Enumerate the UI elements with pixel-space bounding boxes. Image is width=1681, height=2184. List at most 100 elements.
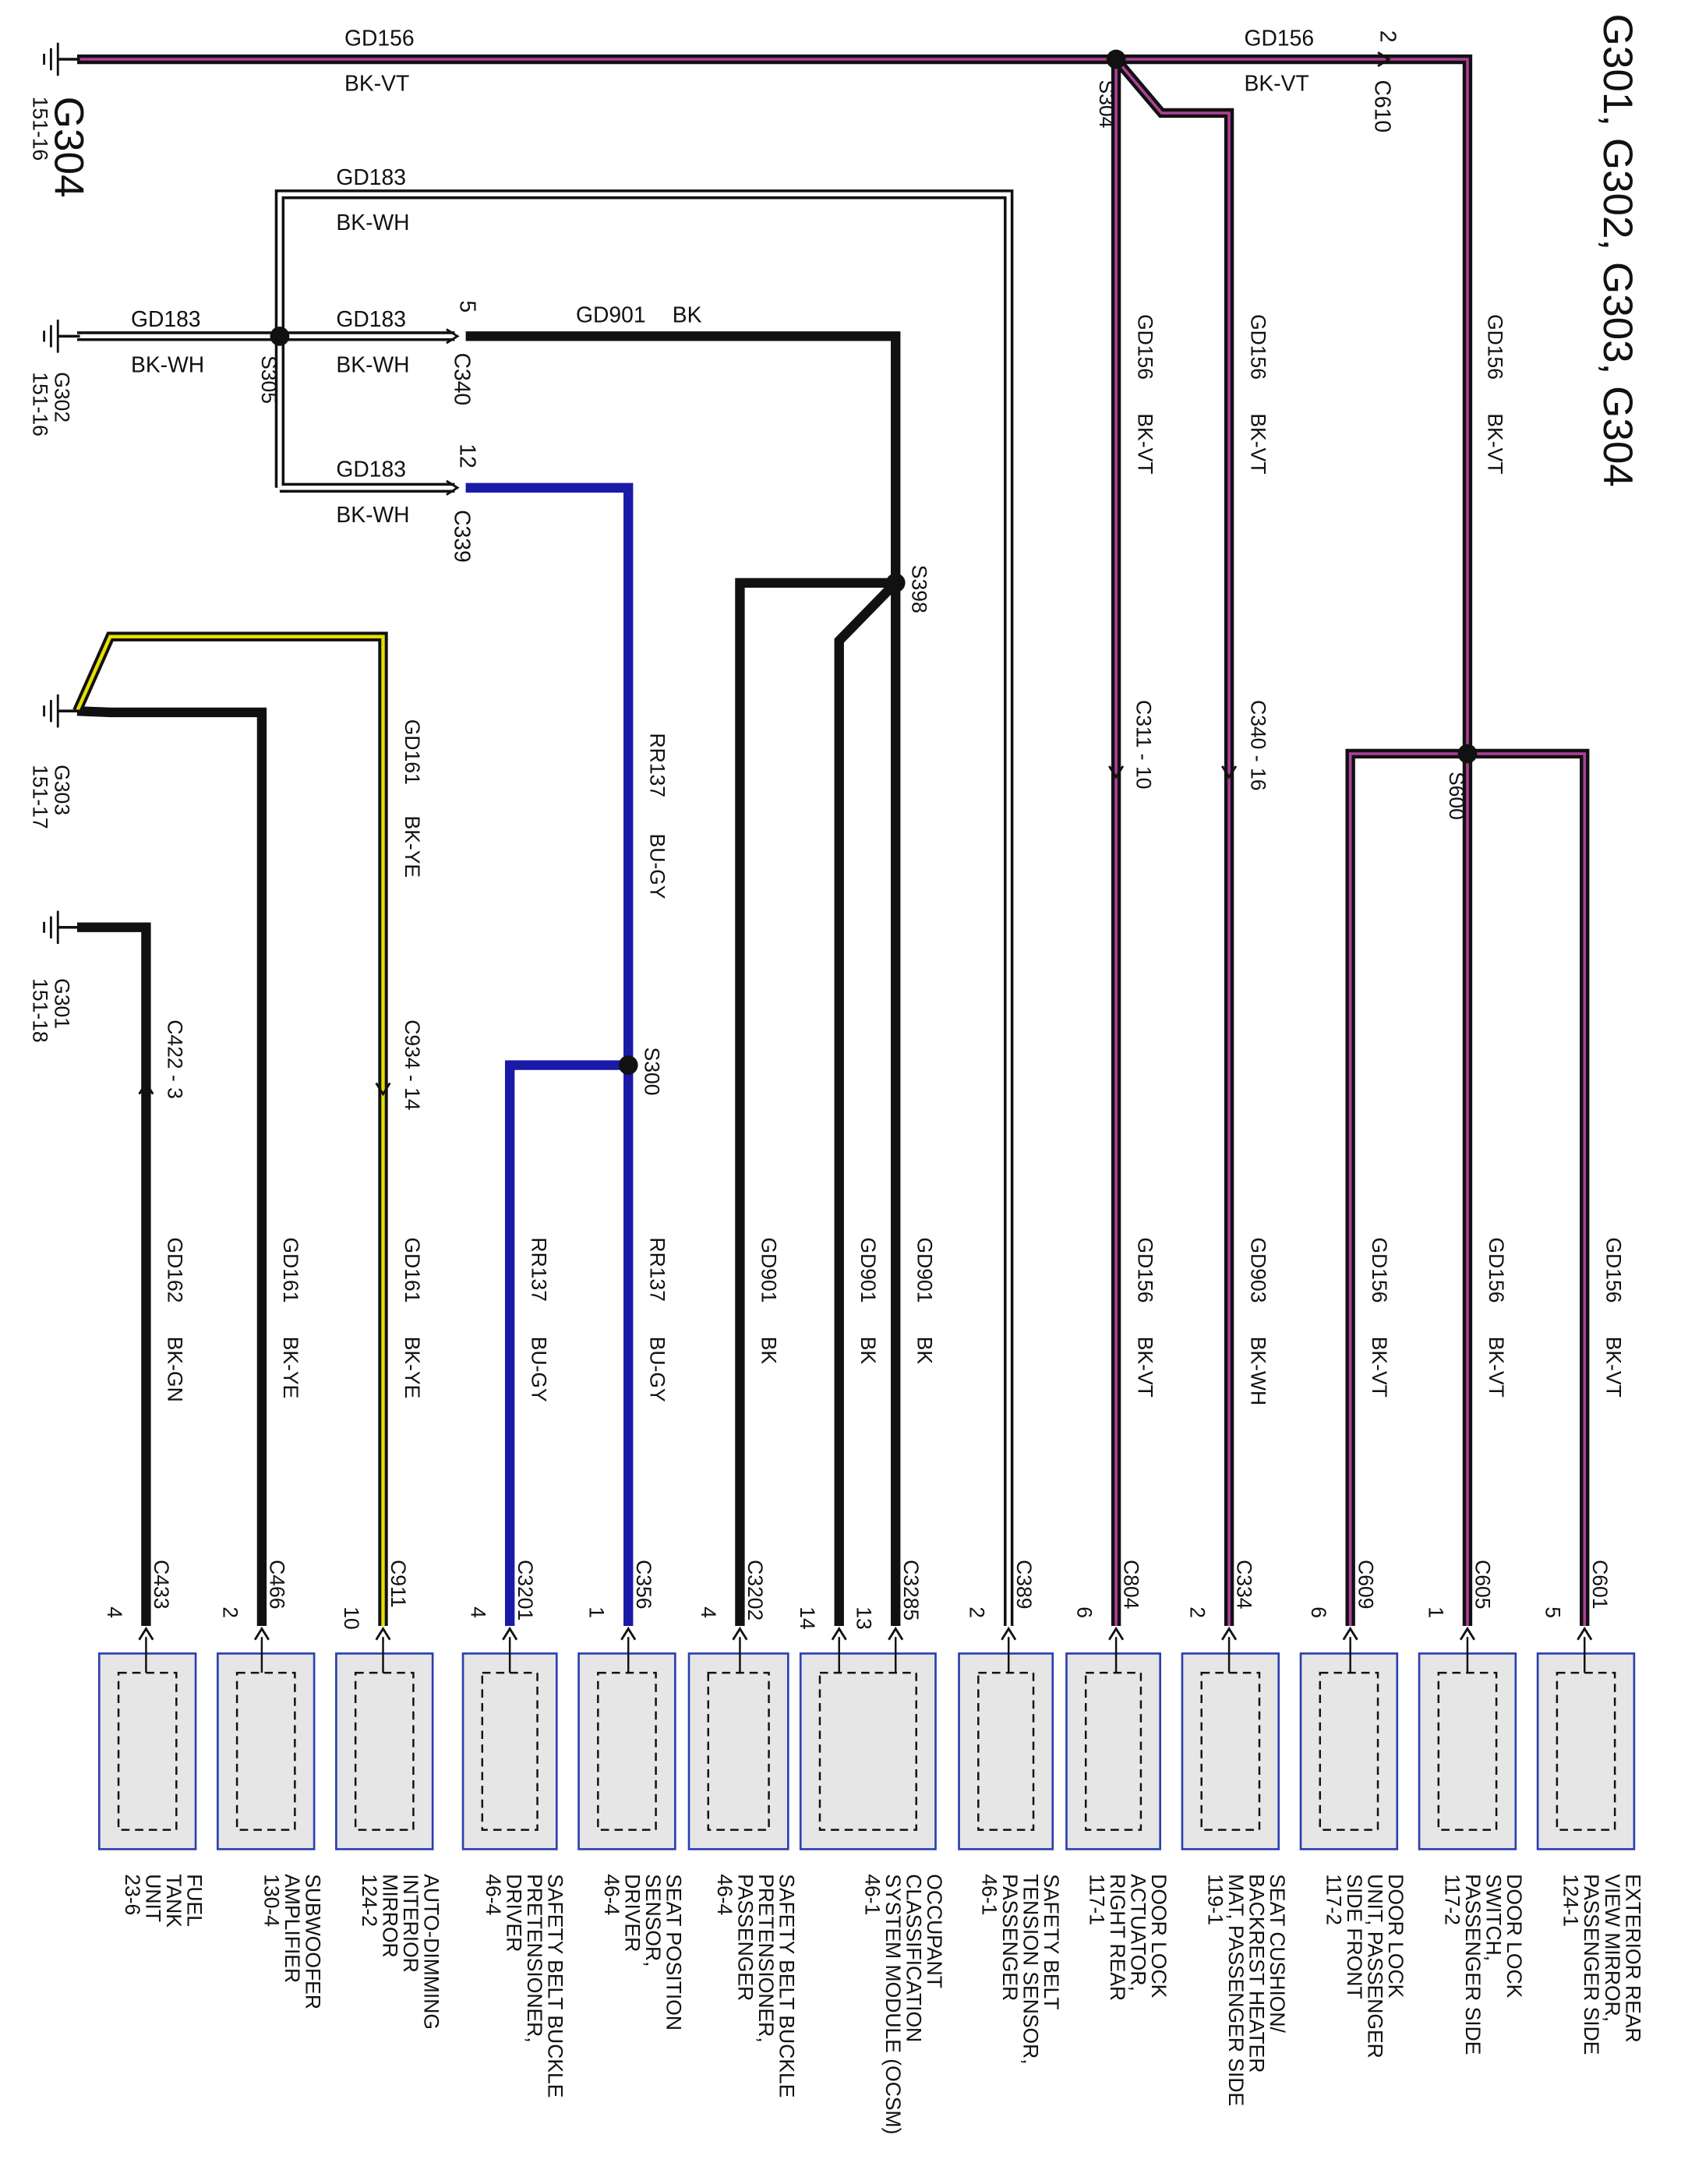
module-name-line: 46-4 bbox=[713, 1874, 736, 1915]
module-box bbox=[1181, 1652, 1280, 1850]
c339-circuit: GD183 bbox=[336, 457, 406, 482]
splice-dot-s305 bbox=[270, 326, 290, 346]
module-connector-label: C433 bbox=[150, 1560, 173, 1609]
module-box bbox=[958, 1652, 1054, 1850]
module-name-line: SENSOR, bbox=[641, 1874, 665, 1967]
module-wire-color: BU-GY bbox=[646, 1337, 669, 1402]
module-wire-color: BK bbox=[856, 1337, 880, 1365]
gd183-top-color: BK-WH bbox=[336, 210, 409, 235]
ground-g303-name: G303 bbox=[51, 765, 74, 815]
module-name-line: ACTUATOR, bbox=[1127, 1874, 1150, 1991]
module-name-line: 117-2 bbox=[1441, 1874, 1464, 1925]
c339-connector-icon bbox=[446, 479, 460, 496]
module-wire-color: BK-GN bbox=[164, 1337, 187, 1402]
module-name-line: TANK bbox=[162, 1874, 185, 1928]
c339-pin: 12 bbox=[456, 444, 481, 468]
module-pin-number: 10 bbox=[340, 1606, 363, 1629]
c340b-connector-icon bbox=[1221, 765, 1238, 779]
module-name-line: 117-1 bbox=[1086, 1874, 1109, 1925]
module-name-line: DOOR LOCK bbox=[1147, 1874, 1171, 1998]
module-name-line: 23-6 bbox=[121, 1874, 144, 1915]
gd161-vertical-color: BK-YE bbox=[401, 816, 424, 878]
module-connector-label: C601 bbox=[1588, 1560, 1612, 1609]
module-name-line: EXTERIOR REAR bbox=[1621, 1874, 1644, 2042]
module-name-line: 124-2 bbox=[358, 1874, 381, 1927]
module-connector-icon bbox=[375, 1626, 391, 1641]
splices bbox=[270, 49, 1478, 1075]
top-wire-color-right: BK-VT bbox=[1245, 71, 1309, 96]
top-wire-color-left: BK-VT bbox=[344, 71, 409, 96]
module-connector-label: C3201 bbox=[514, 1560, 537, 1620]
splice-dot-s600 bbox=[1457, 744, 1478, 764]
module-pin-number: 1 bbox=[585, 1606, 609, 1618]
module-name-line: OCCUPANT bbox=[923, 1874, 946, 1988]
module-pin-number: 2 bbox=[966, 1606, 989, 1618]
module-box bbox=[335, 1652, 434, 1850]
page-title: G301, G302, G303, G304 bbox=[1594, 14, 1640, 487]
module-wire-circuit: RR137 bbox=[527, 1238, 550, 1302]
module-name-line: PASSENGER bbox=[998, 1874, 1022, 2001]
module-box bbox=[217, 1652, 316, 1850]
module-name-line: UNIT bbox=[141, 1874, 164, 1922]
module-wire-color: BK-VT bbox=[1368, 1337, 1391, 1398]
module-name-line: 119-1 bbox=[1204, 1874, 1227, 1925]
module-wire-color: BK-VT bbox=[1485, 1337, 1508, 1398]
splice-s398-label: S398 bbox=[907, 565, 931, 613]
module-name-line: FUEL bbox=[182, 1874, 206, 1927]
module-connector-icon bbox=[1459, 1626, 1475, 1641]
wire-gd183-bk-wh bbox=[77, 189, 1014, 1627]
module-wire-color: BK bbox=[913, 1337, 937, 1365]
module-connector-label: C911 bbox=[387, 1560, 410, 1607]
module-name-line: UNIT, PASSENGER bbox=[1364, 1874, 1387, 2059]
ground-g301-name: G301 bbox=[51, 978, 74, 1029]
c340b-label: C340 - 16 bbox=[1246, 700, 1270, 790]
module-internal-dashed bbox=[354, 1671, 415, 1831]
module-wire-circuit: GD156 bbox=[1602, 1238, 1626, 1303]
branch-drop-circuit: GD156 bbox=[1246, 314, 1270, 380]
module-connector-icon bbox=[831, 1626, 847, 1641]
module-name-line: VIEW MIRROR, bbox=[1601, 1874, 1624, 2022]
module-connector-icon bbox=[1577, 1626, 1593, 1641]
module-connector-icon bbox=[1001, 1626, 1017, 1641]
module-name-line: SEAT POSITION bbox=[662, 1874, 686, 2030]
module-pin-number: 1 bbox=[1424, 1606, 1447, 1618]
module-internal-dashed bbox=[707, 1671, 770, 1831]
wire-gd161-bk-ye bbox=[72, 631, 388, 1627]
c340-connector-icon bbox=[446, 328, 460, 345]
module-connector-icon bbox=[253, 1626, 270, 1641]
module-name-line: 117-2 bbox=[1323, 1874, 1346, 1925]
module-name-line: SUBWOOFER bbox=[302, 1874, 325, 2009]
module-wire-circuit: GD162 bbox=[164, 1238, 187, 1303]
module-name-line: PASSENGER SIDE bbox=[1580, 1874, 1603, 2055]
module-name-line: AUTO-DIMMING bbox=[420, 1874, 443, 2030]
module-wire-color: BK-VT bbox=[1133, 1337, 1157, 1398]
splice-s304-label: S304 bbox=[1095, 80, 1118, 129]
c340-label: C340 bbox=[450, 353, 475, 406]
s304-drop-color: BK-VT bbox=[1133, 413, 1157, 474]
c311-label: C311 - 10 bbox=[1132, 700, 1156, 789]
module-name-line: SIDE FRONT bbox=[1343, 1874, 1366, 1998]
module-box bbox=[1299, 1652, 1399, 1850]
top-wire-circuit-left: GD156 bbox=[344, 25, 415, 50]
module-connector-label: C3285 bbox=[899, 1560, 923, 1620]
gd901-top-circuit: GD901 bbox=[576, 302, 646, 327]
module-name-line: DRIVER bbox=[621, 1874, 645, 1952]
module-name-line: SYSTEM MODULE (OCSM) bbox=[881, 1874, 905, 2134]
module-connector-icon bbox=[1108, 1626, 1125, 1641]
s304-drop-circuit: GD156 bbox=[1133, 314, 1157, 380]
module-pin-number: 13 bbox=[853, 1606, 876, 1629]
module-wire-circuit: GD901 bbox=[856, 1238, 880, 1303]
module-pin-number: 5 bbox=[1542, 1606, 1565, 1618]
module-name-line: RIGHT REAR bbox=[1106, 1874, 1129, 2001]
module-wire-color: BK bbox=[758, 1337, 781, 1365]
module-box bbox=[1065, 1652, 1162, 1850]
module-name-line: MAT, PASSENGER SIDE bbox=[1224, 1874, 1248, 2106]
module-box bbox=[97, 1652, 197, 1850]
module-name-line: 46-4 bbox=[600, 1874, 623, 1915]
module-box bbox=[687, 1652, 789, 1850]
module-wire-color: BK-YE bbox=[401, 1337, 424, 1399]
module-name-line: 46-1 bbox=[978, 1874, 1001, 1915]
module-connector-label: C334 bbox=[1233, 1560, 1256, 1609]
wire-rr137-bu-gy bbox=[465, 482, 634, 1627]
